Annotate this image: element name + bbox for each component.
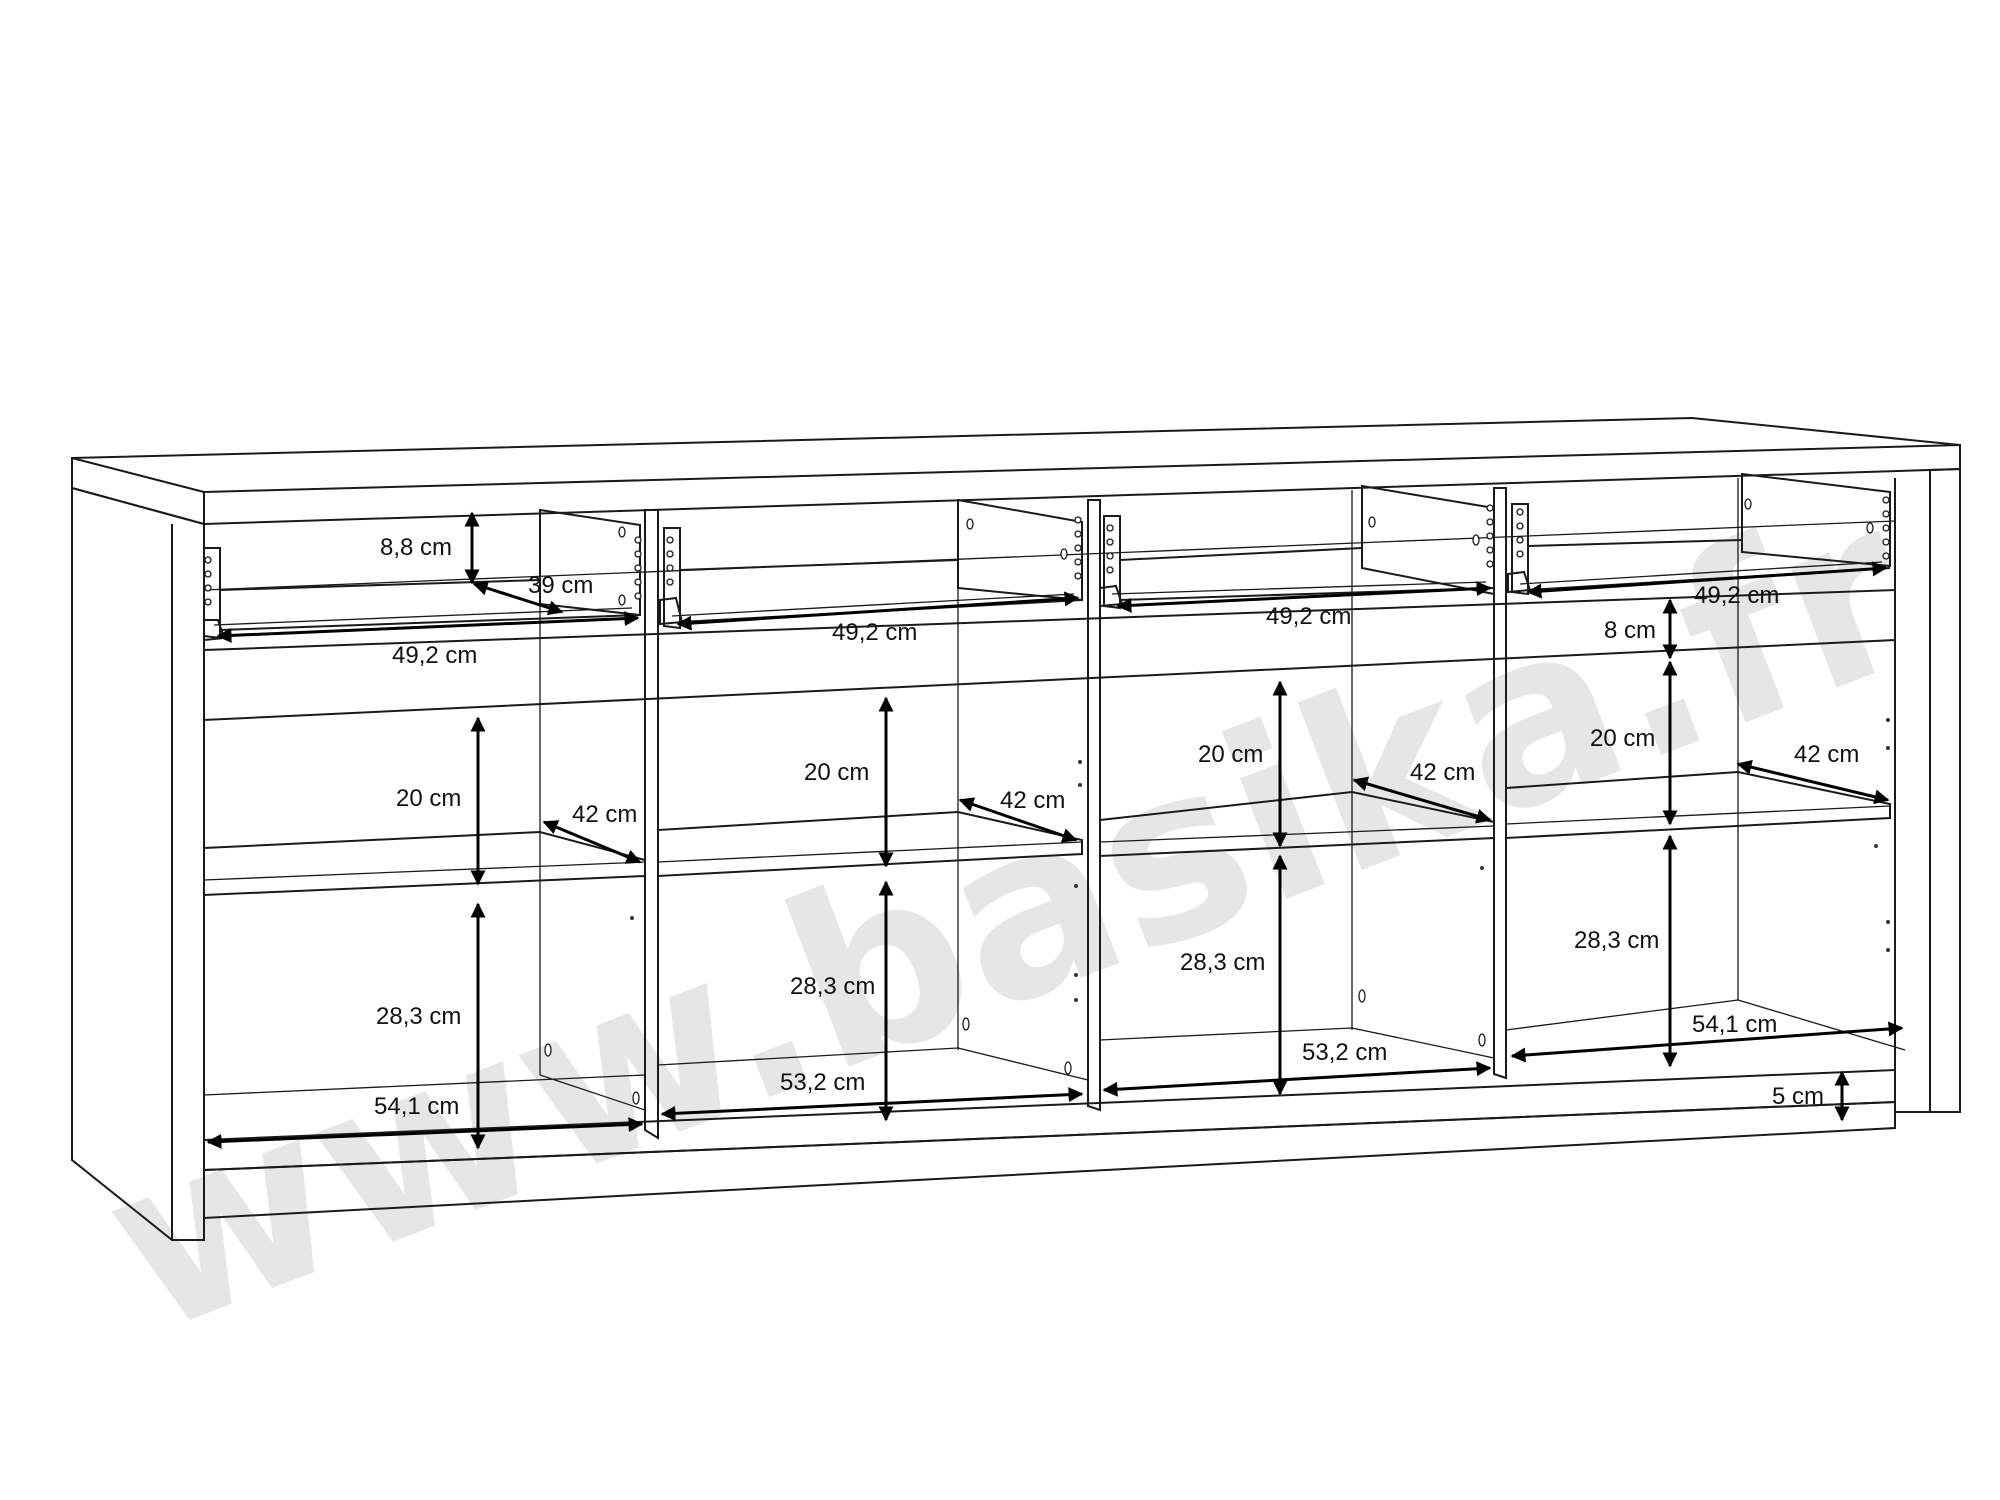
arrow-shelf-depth-2 [958, 797, 1078, 843]
label-bottom-width-3: 53,2 cm [1302, 1039, 1387, 1066]
label-drawer-width-4: 49,2 cm [1694, 582, 1779, 609]
cabinet-body [71, 416, 1961, 1241]
dimension-arrows [206, 511, 1904, 1150]
label-lower-height-2: 28,3 cm [790, 973, 875, 1000]
label-upper-height-4: 20 cm [1590, 725, 1655, 752]
arrow-shelf-depth-3 [1352, 776, 1492, 824]
label-shelf-depth-3: 42 cm [1410, 759, 1475, 786]
arrow-drawer-depth [472, 580, 564, 616]
label-rail-height: 8 cm [1604, 617, 1656, 644]
label-shelf-depth-1: 42 cm [572, 801, 637, 828]
label-upper-height-1: 20 cm [396, 785, 461, 812]
label-lower-height-1: 28,3 cm [376, 1003, 461, 1030]
arrow-drawer-width-2 [676, 591, 1080, 631]
label-shelf-depth-4: 42 cm [1794, 741, 1859, 768]
label-drawer-height: 8,8 cm [380, 534, 452, 561]
dimension-labels: 8,8 cm 39 cm 49,2 cm 49,2 cm 49,2 cm 49,… [374, 534, 1859, 1120]
drawer-2 [659, 498, 1083, 630]
arrow-drawer-width-3 [1116, 581, 1492, 613]
label-drawer-width-2: 49,2 cm [832, 619, 917, 646]
arrow-drawer-width-1 [216, 611, 640, 643]
label-lower-height-4: 28,3 cm [1574, 927, 1659, 954]
label-upper-height-3: 20 cm [1198, 741, 1263, 768]
arrow-bottom-width-4 [1510, 1021, 1904, 1063]
arrow-bottom-width-2 [660, 1087, 1084, 1121]
label-upper-height-2: 20 cm [804, 759, 869, 786]
watermark-text: www.basika.fr [72, 449, 1947, 1388]
label-bottom-width-2: 53,2 cm [780, 1069, 865, 1096]
arrow-shelf-depth-1 [542, 820, 642, 864]
arrow-drawer-width-4 [1526, 561, 1888, 599]
arrow-bottom-width-3 [1102, 1061, 1492, 1097]
label-drawer-depth: 39 cm [528, 572, 593, 599]
arrow-shelf-depth-4 [1736, 759, 1890, 805]
shelf-pin-holes [544, 718, 1890, 1105]
label-bottom-width-1: 54,1 cm [374, 1093, 459, 1120]
label-plinth-height: 5 cm [1772, 1083, 1824, 1110]
label-shelf-depth-2: 42 cm [1000, 787, 1065, 814]
arrow-bottom-width-1 [206, 1117, 644, 1149]
label-lower-height-3: 28,3 cm [1180, 949, 1265, 976]
label-drawer-width-3: 49,2 cm [1266, 603, 1351, 630]
label-drawer-width-1: 49,2 cm [392, 642, 477, 669]
label-bottom-width-4: 54,1 cm [1692, 1011, 1777, 1038]
